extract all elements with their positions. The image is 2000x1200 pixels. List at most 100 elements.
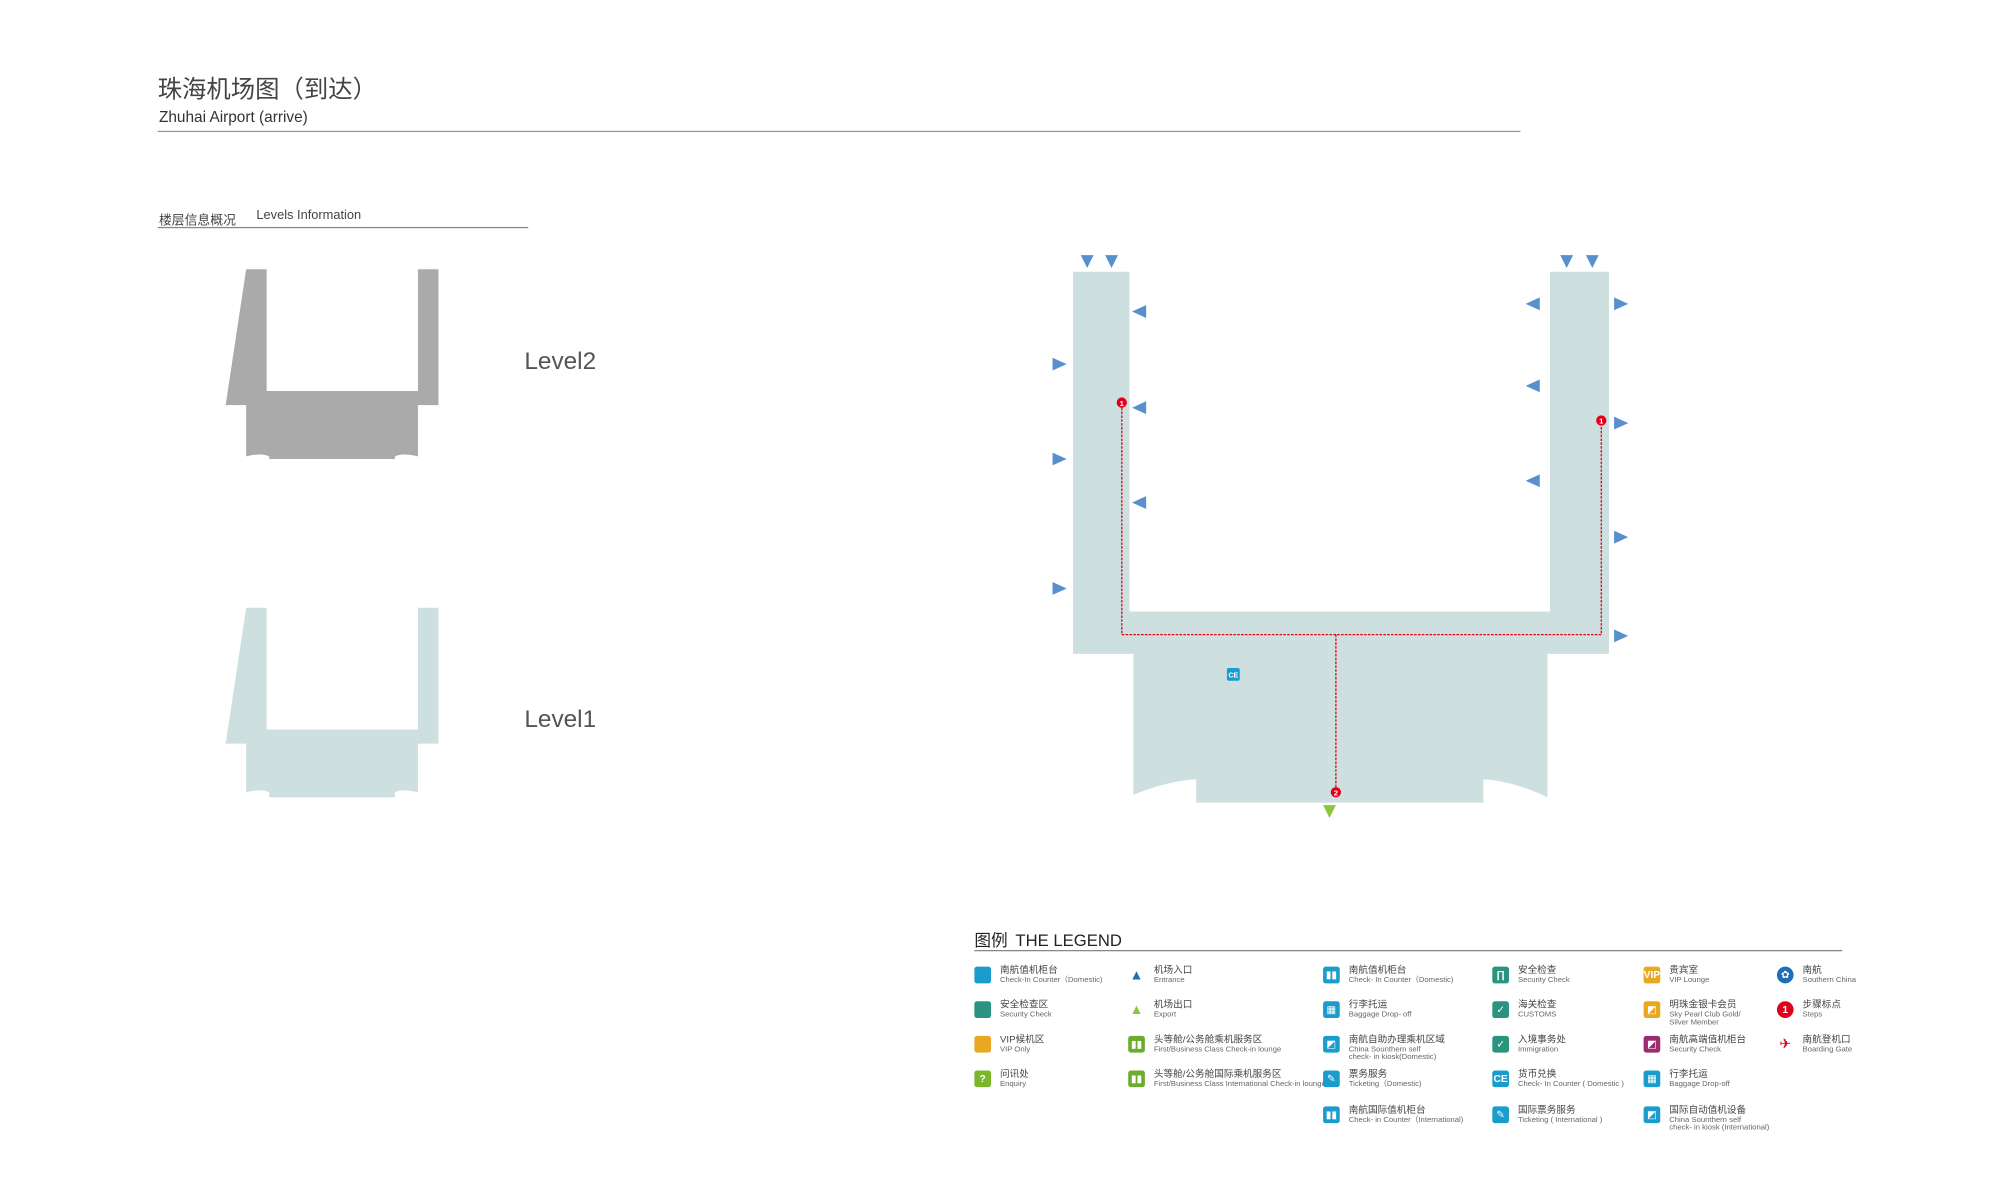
levels-heading-cn: 楼层信息概况 [158, 214, 236, 229]
legend-item-en: First/Business Class Check-in lounge [1153, 1045, 1282, 1054]
legend-item-cn: 机场出口 [1153, 998, 1193, 1011]
entrance-arrow-icon [1525, 297, 1540, 311]
legend-item-en: Steps [1802, 1010, 1823, 1019]
legend-item-en: Check- In Counter（Domestic) [1348, 976, 1454, 984]
legend-item-cn: 行李托运 [1669, 1067, 1708, 1080]
legend-item-cn: 问讯处 [999, 1067, 1029, 1080]
kiosk-icon: ◩ [1323, 1035, 1340, 1053]
legend-item-en: Boarding Gate [1802, 1045, 1853, 1054]
legend-item-en: Ticketing ( International ) [1517, 1116, 1603, 1124]
entrance-arrow-icon [1080, 255, 1094, 268]
intl-kiosk-icon: ◩ [1643, 1106, 1661, 1124]
exit-arrow-icon [1323, 805, 1336, 818]
legend-item-en: CUSTOMS [1517, 1010, 1557, 1019]
legend-item-cn: 贵宾室 [1669, 964, 1699, 976]
legend-item-en: Baggage Drop-off [1669, 1080, 1730, 1088]
level1-label[interactable]: Level1 [524, 706, 597, 734]
legend-item-cn: 南航登机口 [1802, 1033, 1851, 1045]
legend-item-en: Enquiry [999, 1080, 1027, 1088]
step-marker-icon: 1 [1776, 1001, 1794, 1018]
legend-item-en: Baggage Drop- off [1348, 1010, 1412, 1019]
legend-item-cn: 入境事务处 [1517, 1033, 1567, 1045]
legend-item-cn: 南航 [1802, 964, 1822, 976]
legend-item-cn: 货币兑换 [1517, 1067, 1557, 1080]
legend-item-en: Security Check [1517, 976, 1570, 984]
customs-icon: ✓ [1492, 1001, 1509, 1018]
entrance-arrow-icon [1052, 582, 1067, 595]
entrance-arrow-icon [1132, 496, 1147, 509]
legend-item-en: Southern China [1802, 976, 1857, 984]
legend-item-cn: 头等舱/公务舱乘机服务区 [1153, 1033, 1263, 1045]
entrance-arrow-icon [1560, 255, 1574, 268]
legend-item-cn: 步骤标点 [1802, 998, 1842, 1011]
legend-item-cn: 行李托运 [1348, 998, 1388, 1011]
legend-item-cn: 安全检查 [1517, 964, 1557, 976]
legend-item-en: Security Check [1669, 1045, 1721, 1054]
security-gate-icon: ∏ [1492, 966, 1509, 984]
title-divider [157, 130, 1521, 133]
legend-item-en: First/Business Class International Check… [1153, 1080, 1326, 1088]
step-marker-label: 1 [1599, 417, 1604, 426]
levels-heading-en: Levels Information [256, 208, 362, 224]
legend-item-en: China Sounthern self check- in kiosk (In… [1669, 1116, 1770, 1132]
legend-item-en: VIP Only [999, 1045, 1031, 1054]
legend-title-cn: 图例 [974, 930, 1008, 950]
square-icon [974, 966, 992, 984]
level2-thumbnail[interactable] [225, 269, 439, 459]
entrance-arrow-icon [1105, 255, 1118, 268]
first-class-checkin-icon: ▮▮ [1128, 1035, 1145, 1053]
entrance-arrow-icon [1585, 255, 1599, 268]
legend-item-cn: VIP候机区 [999, 1033, 1045, 1045]
ce-label: CE [1228, 673, 1238, 680]
legend-item-en: Ticketing（Domestic) [1348, 1080, 1422, 1088]
question-icon: ? [974, 1070, 992, 1088]
vip-lounge-icon: VIP [1643, 966, 1661, 984]
entrance-arrow-icon [1614, 297, 1629, 311]
page-title: 珠海机场图（到达） [157, 76, 377, 104]
legend-item-cn: 南航自助办理乘机区域 [1348, 1033, 1445, 1045]
legend-item-cn: 国际自动值机设备 [1669, 1103, 1747, 1116]
baggage-icon: ▦ [1643, 1070, 1661, 1088]
legend-item-en: Sky Pearl Club Gold/ Silver Member [1669, 1010, 1741, 1027]
square-icon [974, 1035, 992, 1053]
legend-item-cn: 南航值机柜台 [999, 964, 1058, 976]
intl-checkin-icon: ▮▮ [1323, 1106, 1340, 1124]
entrance-arrow-icon [1052, 357, 1067, 371]
currency-exchange-icon: CE [1492, 1070, 1509, 1088]
step-marker-icon: 2 [1330, 787, 1342, 798]
entrance-arrow-icon [1614, 530, 1629, 544]
entrance-arrow-icon [1132, 401, 1147, 415]
entrance-arrow-icon [1525, 379, 1540, 393]
ticketing-icon: ✎ [1323, 1070, 1340, 1088]
legend-item-en: VIP Lounge [1669, 976, 1710, 984]
currency-exchange-icon[interactable]: CE [1226, 667, 1240, 681]
square-icon [974, 1001, 992, 1018]
level1-thumbnail[interactable] [225, 607, 439, 798]
level1-floor-plan [1073, 271, 1609, 803]
checkin-counter-icon: ▮▮ [1323, 966, 1340, 984]
legend-divider [974, 949, 1843, 952]
legend-item-cn: 国际票务服务 [1517, 1103, 1576, 1116]
entrance-arrows [1052, 255, 1629, 643]
legend-item-cn: 明珠金银卡会员 [1669, 998, 1737, 1011]
step-marker-icon: 1 [1596, 415, 1607, 426]
intl-ticketing-icon: ✎ [1492, 1106, 1509, 1124]
airplane-icon: ✈ [1779, 1037, 1792, 1053]
legend-item-en: Export [1153, 1010, 1177, 1019]
immigration-icon: ✓ [1492, 1035, 1509, 1053]
level2-label[interactable]: Level2 [524, 348, 597, 376]
